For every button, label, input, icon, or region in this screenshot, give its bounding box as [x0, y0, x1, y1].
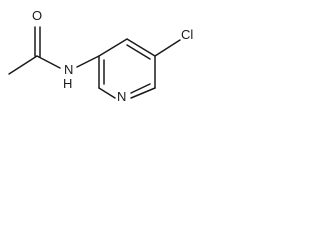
bond-ring-chlorine: [154, 39, 181, 57]
ring-inner-double-c3-c4: [126, 44, 151, 60]
ring-bond-c2-c3: [98, 38, 128, 57]
bond-methyl-carbonyl: [8, 55, 38, 75]
amide-nitrogen-label: N: [64, 62, 73, 77]
chlorine-label: Cl: [181, 27, 193, 42]
ring-bond-n1-c2: [98, 87, 116, 99]
ring-inner-double-c5-c6: [130, 83, 151, 94]
chemical-structure: O N H N Cl: [8, 8, 193, 104]
ring-nitrogen-label: N: [117, 89, 126, 104]
bond-amide-n-ring: [76, 55, 100, 68]
amide-hydrogen-label: H: [63, 76, 72, 91]
bond-carbonyl-amide-n: [36, 55, 61, 69]
oxygen-label: O: [32, 8, 42, 23]
ring-bond-c3-c4: [126, 38, 156, 57]
ring-bond-c5-c6: [130, 87, 156, 99]
